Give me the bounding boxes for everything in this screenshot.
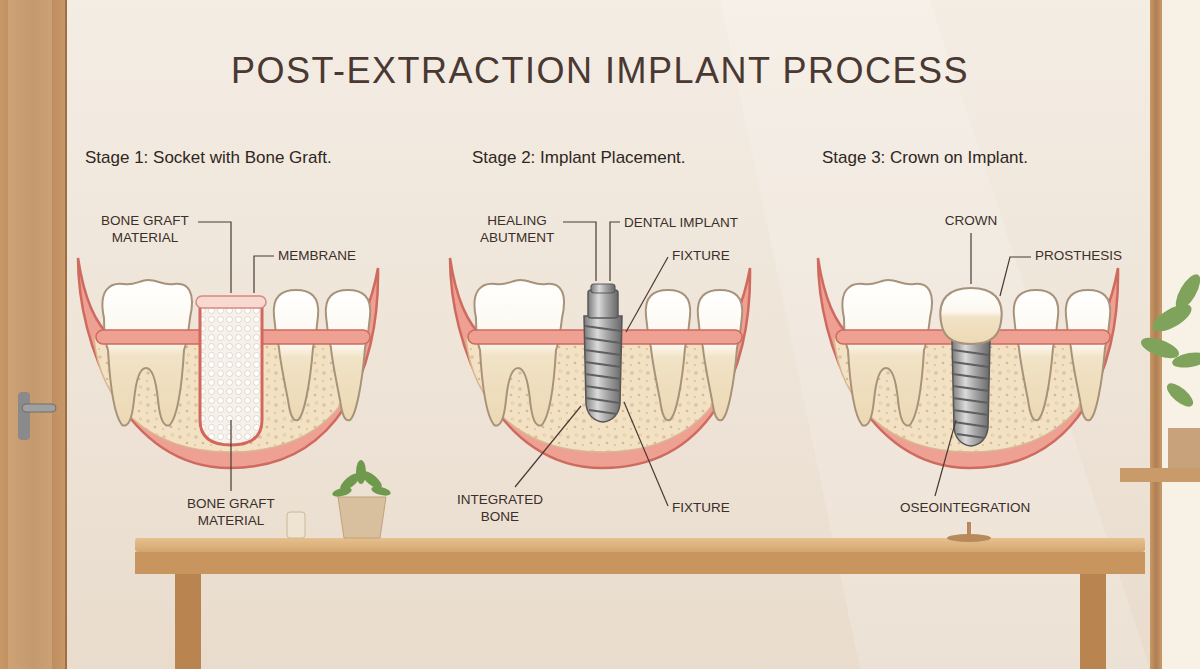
healing-abutment xyxy=(588,290,618,318)
label-slot: HEALING ABUTMENT xyxy=(467,213,567,247)
door-edge xyxy=(65,0,67,669)
leader-lines xyxy=(198,222,1031,506)
part-label: INTEGRATED BONE xyxy=(448,492,552,526)
leader-line xyxy=(198,222,231,293)
window xyxy=(1150,0,1200,669)
label-slot: INTEGRATED BONE xyxy=(448,492,552,526)
implant-fixture xyxy=(584,316,622,422)
part-label: CROWN xyxy=(945,213,998,230)
part-label: DENTAL IMPLANT xyxy=(624,215,738,232)
door-frame xyxy=(0,0,66,669)
label-slot: PROSTHESIS xyxy=(1035,248,1122,265)
leaf xyxy=(1171,271,1200,314)
part-label: MEMBRANE xyxy=(278,248,356,265)
part-label: FIXTURE xyxy=(672,500,730,517)
label-slot: FIXTURE xyxy=(672,248,730,265)
part-label: HEALING ABUTMENT xyxy=(467,213,567,247)
part-label: FIXTURE xyxy=(672,248,730,265)
implant-fixture xyxy=(952,340,990,446)
vase xyxy=(338,497,386,538)
title: POST-EXTRACTION IMPLANT PROCESS xyxy=(231,50,969,92)
leader-line xyxy=(563,222,596,281)
table-leg xyxy=(1080,574,1106,669)
door-handle-plate xyxy=(18,392,30,440)
jaw-stage-2 xyxy=(450,258,750,468)
leader-line xyxy=(626,257,668,332)
plant-pot xyxy=(1168,428,1200,468)
label-slot: Stage 1: Socket with Bone Graft. xyxy=(85,148,332,168)
part-label: BONE GRAFT MATERIAL xyxy=(181,496,281,530)
implant-crown xyxy=(940,288,1001,344)
table-leg xyxy=(175,574,201,669)
leader-line xyxy=(1000,257,1031,296)
window-sill xyxy=(1120,468,1200,482)
abutment-cap xyxy=(591,284,615,293)
leader-line xyxy=(515,406,581,487)
title-slot: POST-EXTRACTION IMPLANT PROCESS xyxy=(231,50,969,92)
leaf xyxy=(331,486,352,499)
label-slot: BONE GRAFT MATERIAL xyxy=(181,496,281,530)
small-cup xyxy=(287,512,305,538)
label-slot: Stage 2: Implant Placement. xyxy=(472,148,686,168)
leaf xyxy=(1163,379,1197,410)
door-panel xyxy=(8,0,52,669)
label-slot: Stage 3: Crown on Implant. xyxy=(822,148,1028,168)
table-apron xyxy=(135,552,1145,574)
vase-plant xyxy=(331,460,391,498)
label-slot: CROWN xyxy=(945,213,998,230)
leaf xyxy=(370,485,391,498)
stage-heading: Stage 2: Implant Placement. xyxy=(472,148,686,168)
leader-line xyxy=(610,222,620,281)
stage-heading: Stage 1: Socket with Bone Graft. xyxy=(85,148,332,168)
leader-line xyxy=(254,256,274,293)
leaf xyxy=(1148,299,1195,337)
leader-line xyxy=(230,420,231,491)
jaw-stage-3 xyxy=(818,258,1118,468)
label-slot: OSEOINTEGRATION xyxy=(900,500,1030,517)
leaf xyxy=(1138,334,1181,363)
label-slot: DENTAL IMPLANT xyxy=(624,215,738,232)
table-top xyxy=(135,538,1145,552)
jaw-stage-1 xyxy=(78,258,378,468)
membrane xyxy=(196,296,266,308)
label-slot: FIXTURE xyxy=(672,500,730,517)
leaf xyxy=(1171,350,1200,370)
part-label: BONE GRAFT MATERIAL xyxy=(95,213,195,247)
window-frame xyxy=(1150,0,1162,669)
leader-line xyxy=(624,402,668,506)
leaf xyxy=(356,460,366,484)
label-slot: BONE GRAFT MATERIAL xyxy=(95,213,195,247)
stage-heading: Stage 3: Crown on Implant. xyxy=(822,148,1028,168)
lamp-base xyxy=(947,534,991,542)
leader-line xyxy=(935,420,956,496)
plant-leaves xyxy=(1138,271,1200,411)
leader-line xyxy=(970,233,971,284)
part-label: PROSTHESIS xyxy=(1035,248,1122,265)
label-slot: MEMBRANE xyxy=(278,248,356,265)
part-label: OSEOINTEGRATION xyxy=(900,500,1030,517)
door-handle xyxy=(22,404,56,412)
